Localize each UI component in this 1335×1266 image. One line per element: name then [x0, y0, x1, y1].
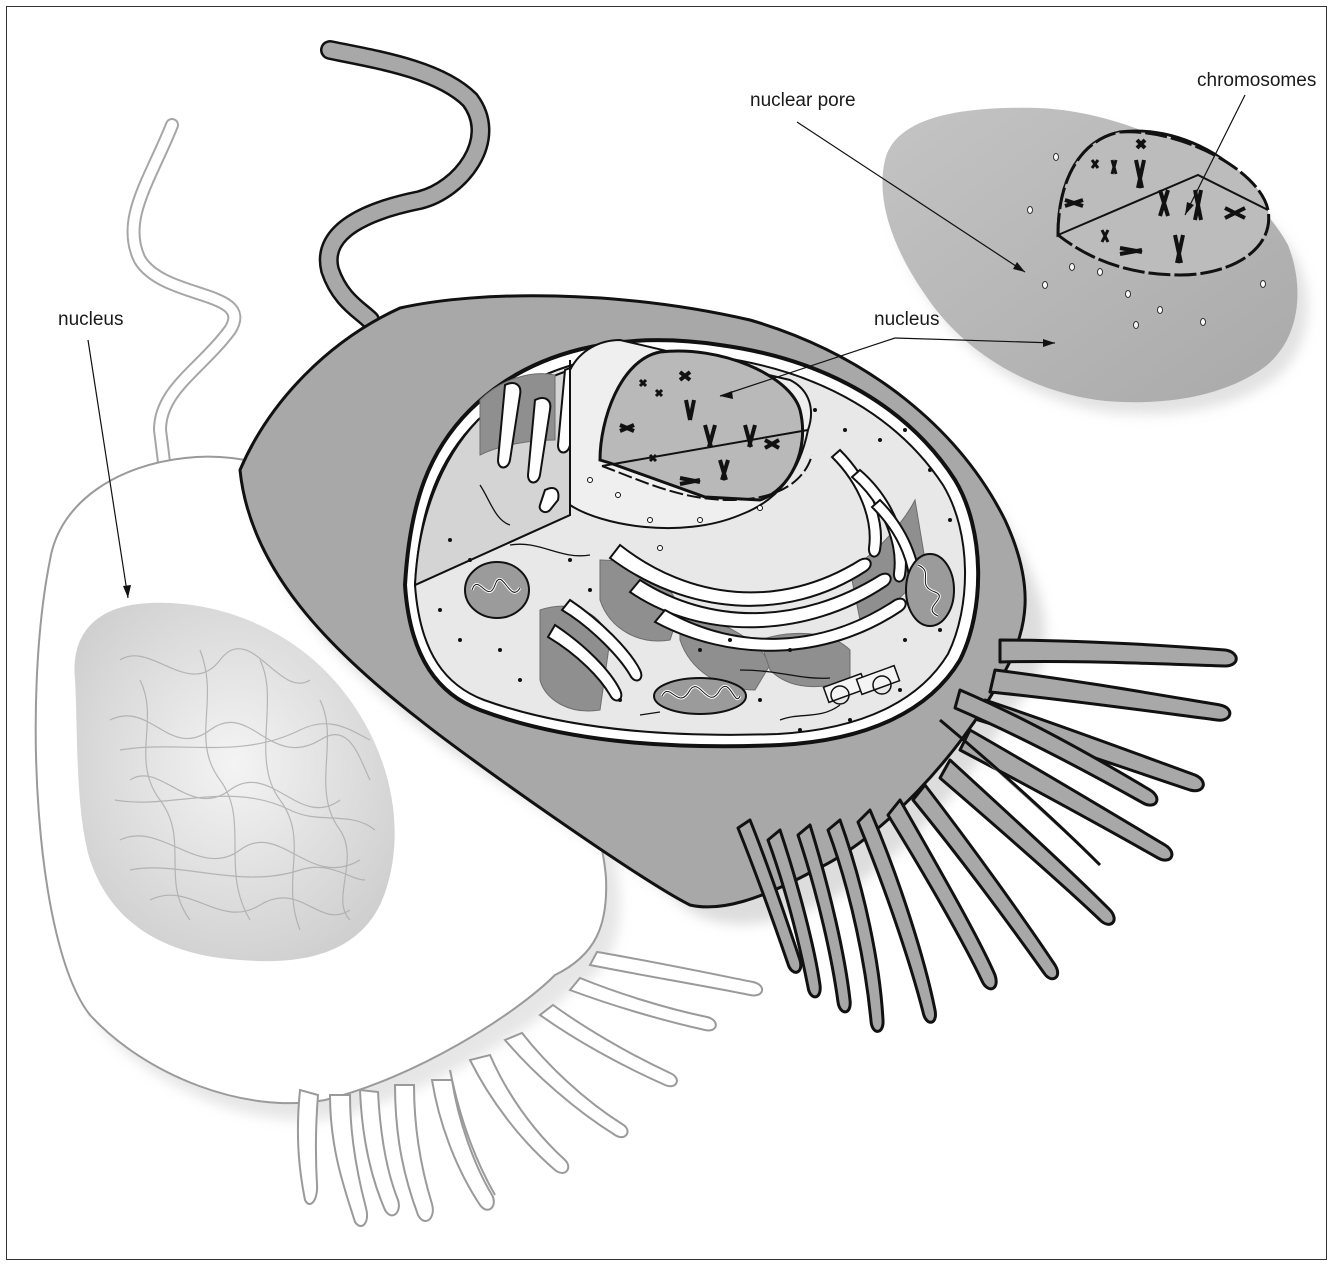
label-nucleus-center: nucleus: [874, 309, 940, 330]
label-nuclear-pore: nuclear pore: [750, 90, 856, 111]
mitochondrion-1: [465, 562, 529, 618]
detached-nucleus: [882, 108, 1307, 414]
mitochondrion-3: [906, 554, 954, 626]
label-chromosomes: chromosomes: [1197, 70, 1316, 91]
mitochondrion-2: [654, 678, 746, 714]
label-nucleus-left: nucleus: [58, 309, 124, 330]
